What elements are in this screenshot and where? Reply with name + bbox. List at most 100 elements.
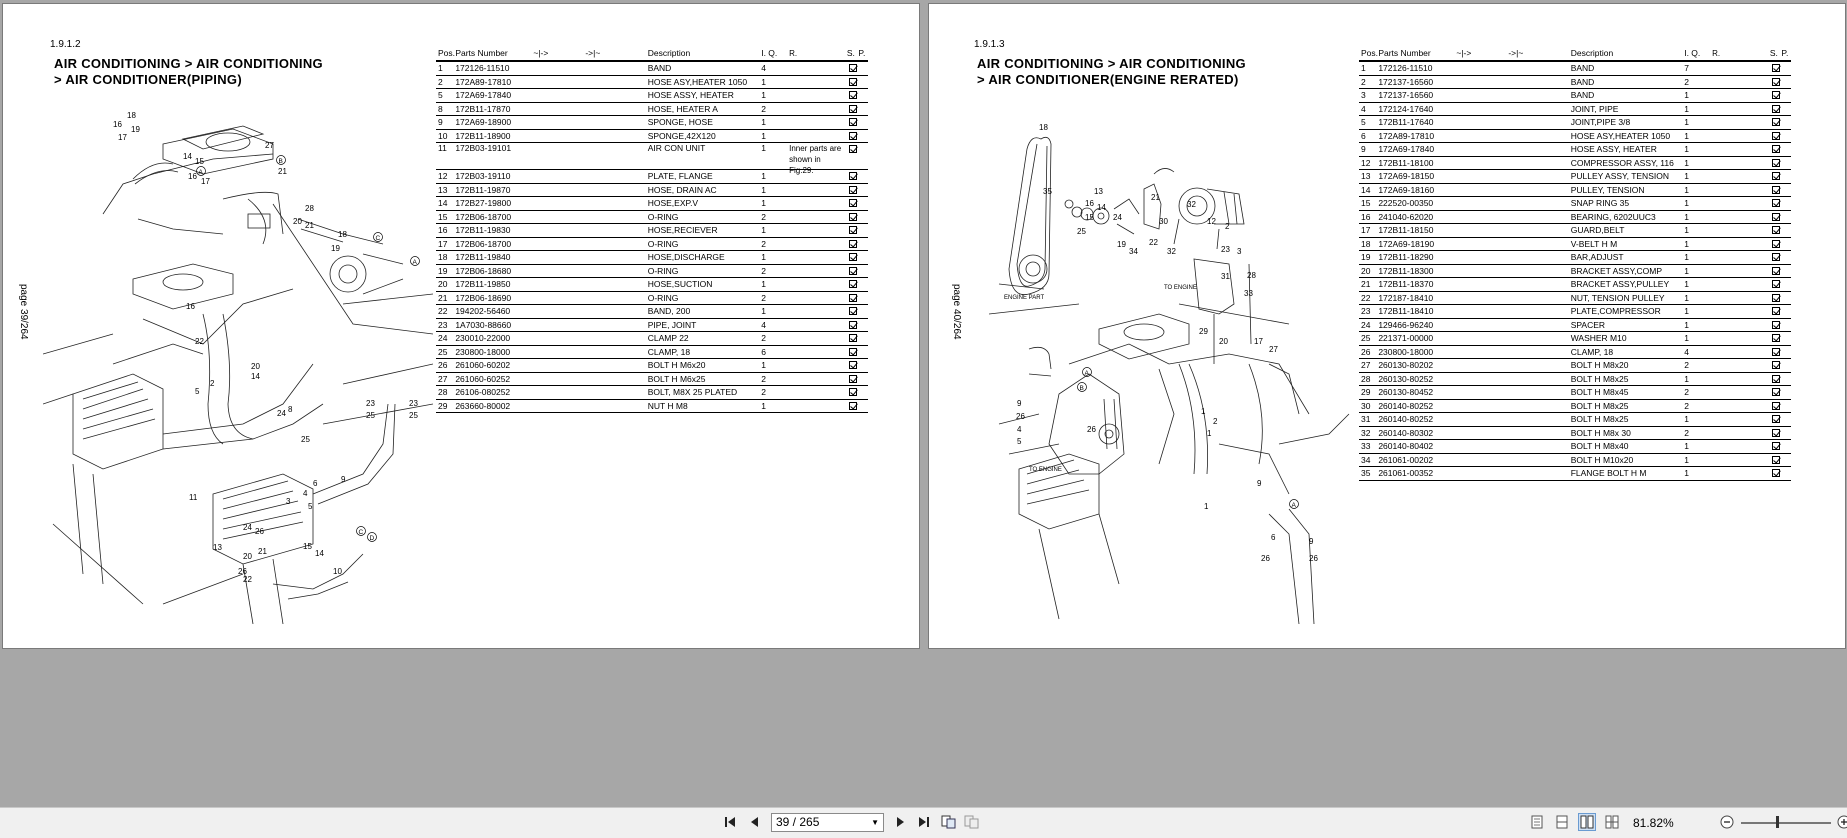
cell-s [847, 386, 859, 399]
cell-remarks [1712, 413, 1770, 426]
single-page-view-button[interactable] [1528, 813, 1546, 831]
cell-s [847, 319, 859, 332]
checkbox-checked-icon[interactable] [848, 280, 857, 288]
cell-iq: 1 [1684, 373, 1689, 384]
checkbox-checked-icon[interactable] [1771, 293, 1780, 302]
checkbox-checked-icon[interactable] [1771, 185, 1780, 194]
cell-remarks [789, 346, 847, 359]
cell-description: BOLT H M8x25 [1570, 414, 1629, 424]
checkbox-checked-icon[interactable] [1771, 266, 1780, 275]
cell-description: NUT, TENSION PULLEY [1570, 292, 1665, 303]
checkbox-checked-icon[interactable] [848, 64, 857, 72]
checkbox-checked-icon[interactable] [1771, 131, 1780, 140]
checkbox-checked-icon[interactable] [1771, 320, 1780, 329]
checkbox-checked-icon[interactable] [848, 253, 857, 261]
checkbox-checked-icon[interactable] [1771, 374, 1780, 383]
checkbox-checked-icon[interactable] [848, 104, 857, 113]
cell-parts-number: 260130-80452 [1378, 387, 1434, 397]
checkbox-checked-icon[interactable] [848, 145, 857, 153]
cell-description: O-RING [647, 238, 679, 249]
cell-parts-number: 172B11-19830 [455, 225, 511, 235]
callout: 3 [286, 497, 291, 506]
cell-description: HOSE ASY,HEATER 1050 [647, 76, 748, 87]
checkbox-checked-icon[interactable] [848, 320, 857, 329]
checkbox-checked-icon[interactable] [1771, 172, 1780, 180]
checkbox-checked-icon[interactable] [1771, 104, 1780, 113]
paste-page-button[interactable] [963, 813, 981, 831]
first-page-button[interactable] [721, 813, 739, 831]
checkbox-checked-icon[interactable] [1771, 334, 1780, 342]
last-page-button[interactable] [915, 813, 933, 831]
checkbox-checked-icon[interactable] [1771, 442, 1780, 450]
checkbox-checked-icon[interactable] [1771, 64, 1780, 72]
cell-parts-number: 129466-96240 [1378, 319, 1434, 330]
callout: 27 [265, 141, 274, 150]
chevron-down-icon[interactable]: ▼ [871, 818, 879, 827]
cell-iq: 2 [1684, 76, 1689, 87]
checkbox-checked-icon[interactable] [1771, 212, 1780, 221]
document-page-right: 1.9.1.3 AIR CONDITIONING > AIR CONDITION… [928, 3, 1846, 649]
cell-s [847, 211, 859, 224]
checkbox-checked-icon[interactable] [1771, 347, 1780, 356]
checkbox-checked-icon[interactable] [1771, 428, 1780, 437]
checkbox-checked-icon[interactable] [1771, 415, 1780, 423]
cell-p [858, 319, 868, 332]
cell-p [858, 278, 868, 291]
checkbox-checked-icon[interactable] [848, 77, 857, 86]
checkbox-checked-icon[interactable] [1771, 388, 1780, 396]
checkbox-checked-icon[interactable] [1771, 239, 1780, 248]
checkbox-checked-icon[interactable] [848, 401, 857, 410]
page-number-input[interactable]: 39 / 265 ▼ [771, 813, 884, 832]
checkbox-checked-icon[interactable] [848, 388, 857, 396]
zoom-out-button[interactable] [1718, 813, 1736, 831]
checkbox-checked-icon[interactable] [848, 118, 857, 126]
checkbox-checked-icon[interactable] [1771, 226, 1780, 234]
checkbox-checked-icon[interactable] [848, 185, 857, 194]
checkbox-checked-icon[interactable] [1771, 199, 1780, 207]
checkbox-checked-icon[interactable] [848, 334, 857, 342]
checkbox-checked-icon[interactable] [848, 374, 857, 383]
two-page-view-button[interactable] [1578, 813, 1596, 831]
checkbox-checked-icon[interactable] [848, 199, 857, 207]
checkbox-checked-icon[interactable] [848, 172, 857, 180]
zoom-slider-thumb[interactable] [1776, 816, 1779, 828]
checkbox-checked-icon[interactable] [1771, 118, 1780, 126]
next-page-button[interactable] [891, 813, 909, 831]
previous-page-button[interactable] [746, 813, 764, 831]
checkbox-checked-icon[interactable] [848, 239, 857, 248]
checkbox-checked-icon[interactable] [1771, 469, 1780, 477]
two-page-continuous-button[interactable] [1603, 813, 1621, 831]
callout: 17 [201, 177, 210, 186]
checkbox-checked-icon[interactable] [1771, 401, 1780, 410]
cell-iq: 2 [1684, 427, 1689, 438]
checkbox-checked-icon[interactable] [1771, 91, 1780, 99]
checkbox-checked-icon[interactable] [1771, 145, 1780, 153]
cell-description: BOLT H M6x25 [647, 373, 706, 384]
checkbox-checked-icon[interactable] [1771, 455, 1780, 464]
checkbox-checked-icon[interactable] [1771, 280, 1780, 288]
checkbox-checked-icon[interactable] [1771, 307, 1780, 315]
checkbox-checked-icon[interactable] [848, 361, 857, 369]
zoom-slider[interactable] [1741, 822, 1831, 824]
checkbox-checked-icon[interactable] [848, 91, 857, 99]
copy-page-button[interactable] [940, 813, 958, 831]
checkbox-checked-icon[interactable] [1771, 77, 1780, 86]
checkbox-checked-icon[interactable] [848, 212, 857, 221]
zoom-in-button[interactable] [1835, 813, 1847, 831]
checkbox-checked-icon[interactable] [848, 347, 857, 356]
checkbox-checked-icon[interactable] [848, 266, 857, 275]
continuous-view-button[interactable] [1553, 813, 1571, 831]
checkbox-checked-icon[interactable] [1771, 253, 1780, 261]
checkbox-checked-icon[interactable] [848, 307, 857, 315]
checkbox-checked-icon[interactable] [848, 226, 857, 234]
checkbox-checked-icon[interactable] [848, 293, 857, 302]
cell-description: BAND [1570, 63, 1595, 73]
checkbox-checked-icon[interactable] [1771, 158, 1780, 167]
checkbox-checked-icon[interactable] [1771, 361, 1780, 369]
checkbox-checked-icon[interactable] [848, 131, 857, 140]
cell-description: BAR,ADJUST [1570, 252, 1624, 262]
